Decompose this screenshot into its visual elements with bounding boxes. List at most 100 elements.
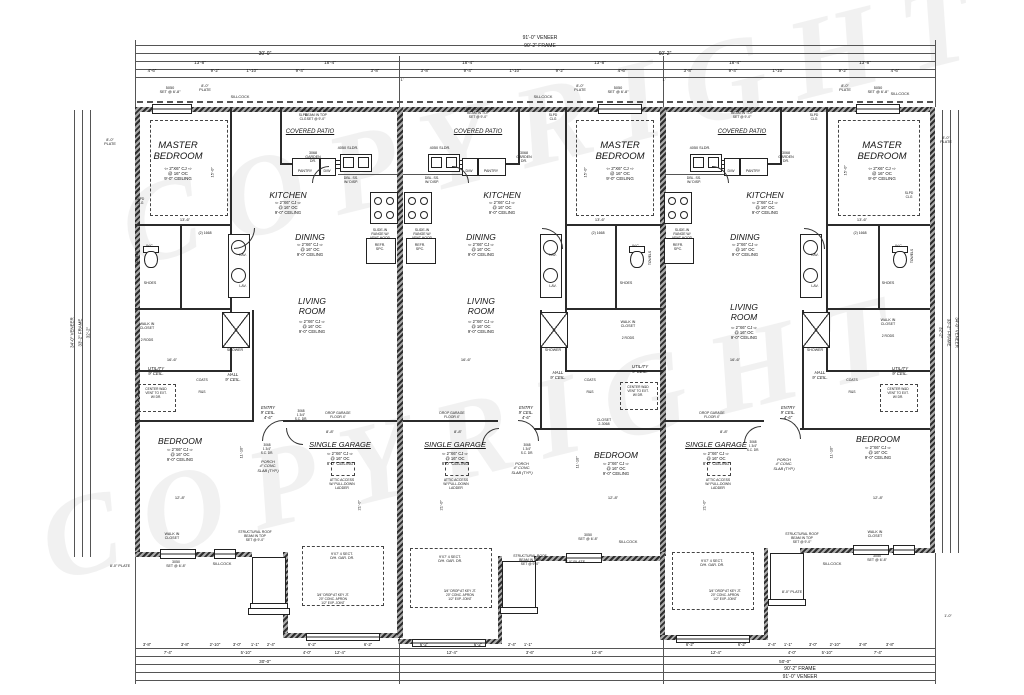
room-garage-2-sub: ⇦ 2"X6" CJ ⇨ @ 16" OC 8'-0" CEILING (441, 451, 469, 466)
dim-top: 3'-8" (370, 68, 380, 73)
dim-bot: 6'-2" (737, 642, 747, 647)
utility-note: CENTER W&D VENT TO EXT. W/ DR. (887, 387, 909, 399)
dim-bot: 30'-0" (259, 659, 271, 664)
window (566, 553, 602, 563)
room-hall: HALL 9' CEIL. (812, 370, 828, 381)
rods-label: 2 RODS (140, 338, 154, 342)
interior-wall (135, 308, 232, 310)
room-living-3-sub: ⇦ 2"X6" CJ ⇨ @ 16" OC 9'-0" CEILING (730, 325, 758, 340)
lav-sink (543, 268, 558, 283)
dim-top: 9'-2" (555, 68, 565, 73)
room-dining-2-sub: ⇦ 2"X6" CJ ⇨ @ 16" OC 9'-0" CEILING (467, 242, 495, 257)
interior-wall (252, 310, 254, 422)
door-swing (518, 420, 539, 441)
party-wall (660, 107, 666, 556)
lav-sink (543, 240, 558, 255)
shower-fixture (802, 312, 830, 348)
room-garage-3-sub: ⇦ 2"X6" CJ ⇨ @ 16" OC 8'-0" CEILING (702, 451, 730, 466)
interior-wall (135, 420, 252, 422)
dim-top: 9'-2" (210, 68, 220, 73)
exterior-wall (135, 107, 140, 557)
interior-wall (878, 226, 880, 310)
room-kitchen-2-sub: ⇦ 2"X6" CJ ⇨ @ 16" OC 9'-0" CEILING (488, 200, 516, 215)
roof-beam-note: STRUCTURAL ROOF BEAM IN TOP SET @ 9'-0" (785, 532, 819, 545)
interior-wall (230, 107, 232, 226)
lav-sink (231, 268, 246, 283)
dim-bot: 3'-8" (885, 642, 895, 647)
dim-top: 13'-8" (859, 60, 871, 65)
window (853, 545, 889, 555)
dim-top-veneer: 91'-0" VENEER (522, 35, 558, 41)
dim-right: 32'-2" (938, 327, 944, 339)
dim-bot: 5'-10" (240, 650, 252, 655)
door-spec: 3068 GARDEN DR. (516, 151, 532, 164)
garage-door (306, 633, 380, 641)
interior-wall (518, 107, 520, 165)
dim-int: 11'-10" (238, 446, 244, 459)
dim-bot-veneer: 91'-0" VENEER (782, 674, 818, 680)
washer-dryer-box (138, 384, 176, 412)
dim-line (135, 45, 935, 46)
interior-wall (180, 226, 182, 310)
dim-int: 12'-8" (607, 495, 619, 500)
door-spec: 3068 1 3/4" S.C. DR. (520, 443, 534, 455)
rs-label: R&S (198, 390, 206, 394)
garage-drop-note: DROP GARAGE FLOOR 4" (325, 411, 351, 420)
garage-door-spec: 9'X7' 4 SECT. O/H. GAR. DR. (329, 552, 355, 561)
porch-step (500, 607, 538, 614)
porch-step (248, 608, 290, 615)
pantry-cabinet (478, 158, 506, 176)
dim-int: 13'-6" (856, 217, 868, 222)
garage-door-spec: 9'X7' 4 SECT. O/H. GAR. DR. (699, 559, 725, 568)
walkin-label: WALK IN CLOSET (867, 530, 883, 539)
dim-line (135, 680, 935, 681)
utility-note: CENTER W&D VENT TO EXT. W/ DR. (627, 385, 649, 397)
room-utility: UTILITY 9' CEIL. (891, 366, 909, 377)
dim-bot: 2'-4" (507, 642, 517, 647)
dim-int: 13'-6" (179, 217, 191, 222)
sloped-ceiling-outline (576, 120, 654, 216)
room-garage-2: SINGLE GARAGE (424, 440, 486, 449)
kitchen-sink (690, 154, 722, 172)
room-living-2: LIVING ROOM (467, 296, 495, 317)
dim-top: 9'-2" (838, 68, 848, 73)
sloped-ceiling-outline (150, 120, 228, 216)
lav-label: LAV. (811, 253, 819, 257)
refr-label: REFR. SPC. (374, 243, 386, 252)
coats-label: COATS (846, 378, 858, 382)
walkin-label: WALK IN CLOSET (620, 320, 636, 329)
roof-beam-note: STRUCTURAL ROOF BEAM IN TOP SET @ 9'-0" (513, 554, 547, 567)
dim-line (135, 664, 935, 665)
interior-wall (828, 308, 930, 310)
dim-bot: 3'-8" (858, 642, 868, 647)
room-master-3: MASTER BEDROOM (857, 140, 907, 163)
dim-wall: 1' (662, 77, 666, 82)
dim-line (135, 648, 935, 649)
dim-line (135, 77, 935, 78)
dim-bot: 6'-2" (363, 642, 373, 647)
exterior-wall (930, 107, 935, 553)
dim-top: 3'-8" (420, 68, 430, 73)
garage-wall (498, 556, 502, 644)
plate-note: 8'-0" PLATE (574, 84, 586, 93)
window-spec: 5050 SET @ 6'-8" (159, 86, 181, 95)
dim-int: 21'-0" (356, 500, 362, 511)
dim-line (135, 656, 935, 657)
room-porch: PORCH 4" CONC. SLAB (TYP.) (773, 458, 795, 471)
room-living-1: LIVING ROOM (298, 296, 326, 317)
window-spec: 4050 SLDR. (429, 146, 451, 150)
apron-note: 3/4" DROP AT KEY JT. 20" CONC. APRON 1/2… (443, 589, 477, 601)
room-kitchen-3: KITCHEN (746, 190, 784, 200)
washer-dryer-box (880, 384, 918, 412)
dim-int: 13'-6" (594, 217, 606, 222)
closet-label: CLOSET 2-3068 (596, 418, 612, 427)
plate-note: 8'-0" PLATE (199, 84, 211, 93)
plate-note: 8'-0" PLATE (109, 564, 131, 568)
room-garage-1-sub: ⇦ 2"X6" CJ ⇨ @ 16" OC 8'-0" CEILING (326, 451, 354, 466)
dim-bot: 6'-2" (307, 642, 317, 647)
room-living-2-sub: ⇦ 2"X6" CJ ⇨ @ 16" OC 9'-0" CEILING (467, 319, 495, 334)
interior-wall (566, 308, 663, 310)
pantry-cabinet (292, 158, 320, 176)
interior-wall (565, 226, 567, 372)
dim-bot: 3'-6" (525, 650, 535, 655)
